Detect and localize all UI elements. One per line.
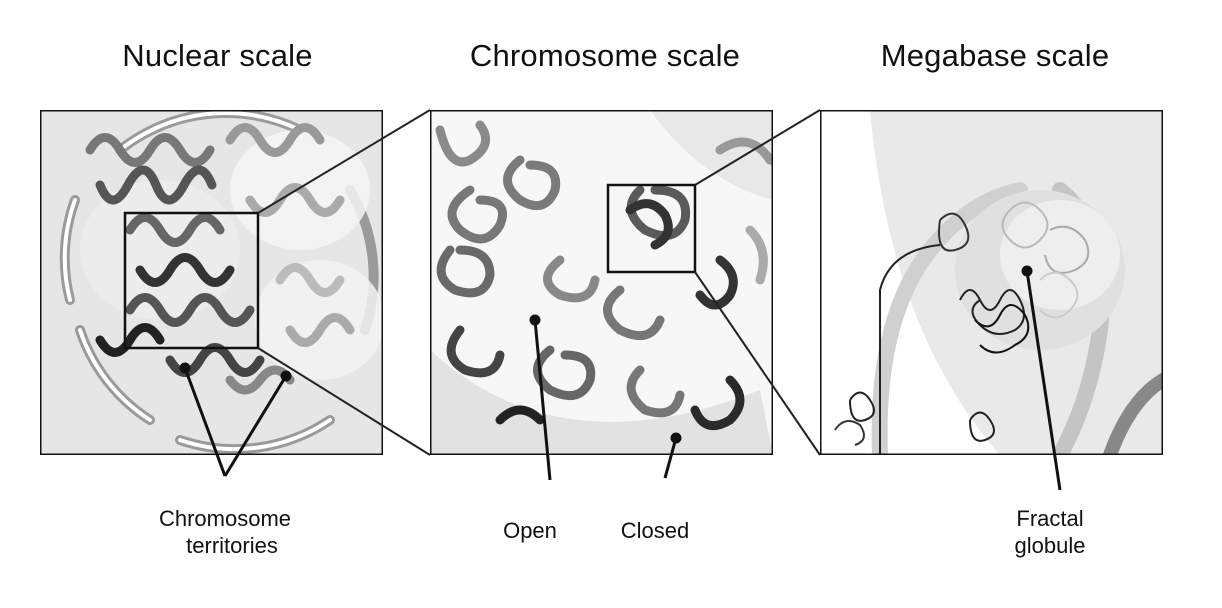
label-territories-line2: territories xyxy=(130,532,320,559)
label-fractal-line1: Fractal xyxy=(990,505,1110,532)
label-closed: Closed xyxy=(600,517,710,544)
label-territories-line1: Chromosome xyxy=(130,505,320,532)
chromosome-panel xyxy=(430,110,773,455)
label-fractal-globule: Fractal globule xyxy=(990,505,1110,559)
label-fractal-line2: globule xyxy=(990,532,1110,559)
megabase-panel xyxy=(820,110,1163,455)
label-chromosome-territories: Chromosome territories xyxy=(130,505,320,559)
nuclear-panel xyxy=(40,110,385,455)
label-open: Open xyxy=(490,517,570,544)
